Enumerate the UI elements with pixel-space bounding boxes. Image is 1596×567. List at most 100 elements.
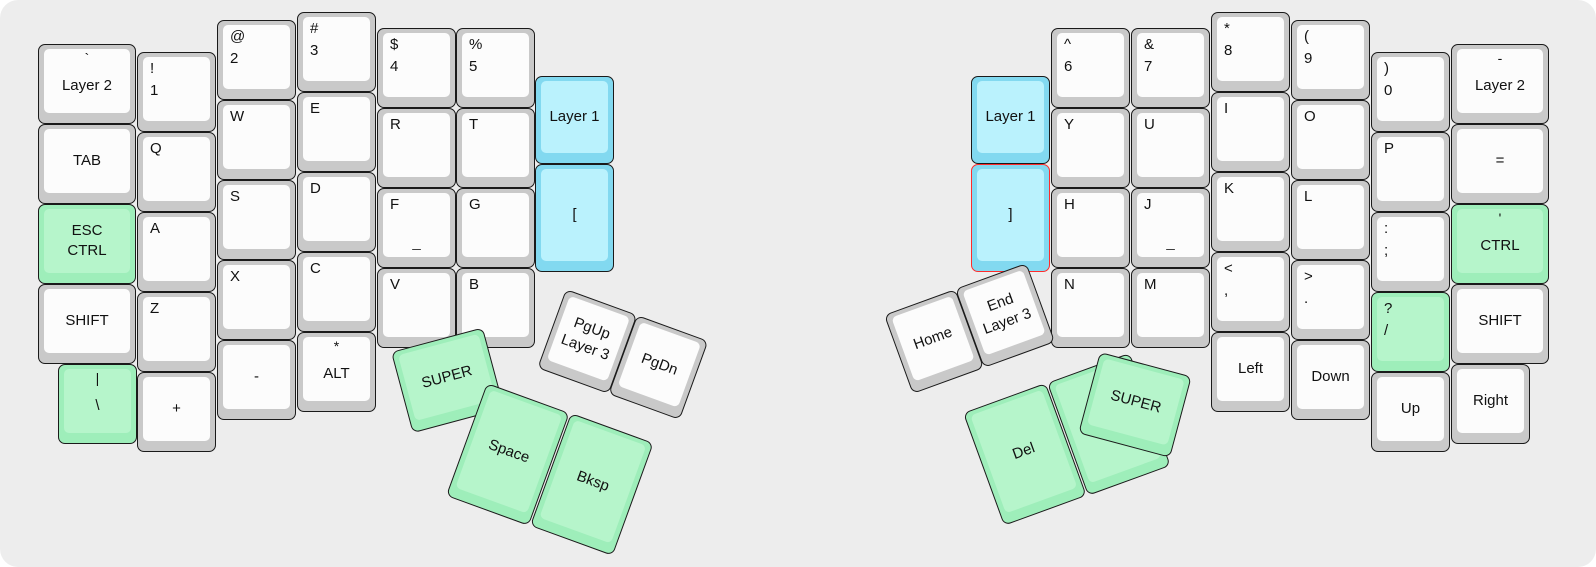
key-legend: ,	[1224, 282, 1229, 299]
key-v[interactable]: V	[377, 268, 456, 348]
keycap: SHIFT	[1457, 289, 1543, 353]
keycap: ]	[977, 169, 1044, 261]
key-a[interactable]: A	[137, 212, 216, 292]
key-plus[interactable]: +	[137, 372, 216, 452]
key-h[interactable]: H	[1051, 188, 1130, 268]
key-left[interactable]: Left	[1211, 332, 1290, 412]
keycap: (9	[1297, 25, 1364, 89]
key-o[interactable]: O	[1291, 100, 1370, 180]
key-layer1-right[interactable]: Layer 1	[971, 76, 1050, 164]
key-4[interactable]: $4	[377, 28, 456, 108]
key-semicolon[interactable]: :;	[1371, 212, 1450, 292]
key-layer1-left[interactable]: Layer 1	[535, 76, 614, 164]
key-legend: Bksp	[574, 467, 612, 495]
key-3[interactable]: #3	[297, 12, 376, 92]
key-l[interactable]: L	[1291, 180, 1370, 260]
key-p[interactable]: P	[1371, 132, 1450, 212]
key-grave-layer2[interactable]: `Layer 2	[38, 44, 136, 124]
key-star-alt[interactable]: *ALT	[297, 332, 376, 412]
key-d[interactable]: D	[297, 172, 376, 252]
key-legend: Home	[911, 323, 955, 354]
keycap: -	[223, 345, 290, 409]
keycap: Up	[1377, 377, 1444, 441]
key-legend: 4	[390, 58, 399, 75]
keycap: Left	[1217, 337, 1284, 401]
key-legend: PgDn	[638, 349, 681, 379]
key-legend: SHIFT	[65, 312, 109, 330]
keycap: +	[143, 377, 210, 441]
key-minus-left[interactable]: -	[217, 340, 296, 420]
keycap: |\	[64, 369, 131, 433]
key-5[interactable]: %5	[456, 28, 535, 108]
key-quote-ctrl[interactable]: 'CTRL	[1451, 204, 1549, 284]
key-shift-l[interactable]: SHIFT	[38, 284, 136, 364]
key-legend: SHIFT	[1478, 312, 1522, 330]
key-slash[interactable]: ?/	[1371, 292, 1450, 372]
key-right[interactable]: Right	[1451, 364, 1530, 444]
keycap: *ALT	[303, 337, 370, 401]
key-pipe-backslash[interactable]: |\	[58, 364, 137, 444]
key-z[interactable]: Z	[137, 292, 216, 372]
key-comma[interactable]: <,	[1211, 252, 1290, 332]
key-legend: C	[310, 260, 321, 277]
keycap: =	[1457, 129, 1543, 193]
key-7[interactable]: &7	[1131, 28, 1210, 108]
key-e[interactable]: E	[297, 92, 376, 172]
key-legend: >	[1304, 268, 1313, 285]
key-legend: U	[1144, 116, 1155, 133]
key-j[interactable]: J_	[1131, 188, 1210, 268]
key-i[interactable]: I	[1211, 92, 1290, 172]
key-w[interactable]: W	[217, 100, 296, 180]
keycap: I	[1217, 97, 1284, 161]
key-g[interactable]: G	[456, 188, 535, 268]
key-legend: Left	[1237, 360, 1264, 378]
key-bracket-open[interactable]: [	[535, 164, 614, 272]
key-u[interactable]: U	[1131, 108, 1210, 188]
key-q[interactable]: Q	[137, 132, 216, 212]
key-8[interactable]: *8	[1211, 12, 1290, 92]
key-6[interactable]: ^6	[1051, 28, 1130, 108]
key-legend: -	[1497, 50, 1503, 66]
keycap: SHIFT	[44, 289, 130, 353]
key-period[interactable]: >.	[1291, 260, 1370, 340]
key-x[interactable]: X	[217, 260, 296, 340]
key-down[interactable]: Down	[1291, 340, 1370, 420]
key-2[interactable]: @2	[217, 20, 296, 100]
keycap: F_	[383, 193, 450, 257]
key-legend: I	[1224, 100, 1229, 117]
key-1[interactable]: !1	[137, 52, 216, 132]
key-0[interactable]: )0	[1371, 52, 1450, 132]
key-equals[interactable]: =	[1451, 124, 1549, 204]
keycap: K	[1217, 177, 1284, 241]
key-legend: P	[1384, 140, 1395, 157]
key-esc-ctrl[interactable]: ESC CTRL	[38, 204, 136, 284]
key-9[interactable]: (9	[1291, 20, 1370, 100]
key-f[interactable]: F_	[377, 188, 456, 268]
key-s[interactable]: S	[217, 180, 296, 260]
key-n[interactable]: N	[1051, 268, 1130, 348]
keycap: W	[223, 105, 290, 169]
keycap: &7	[1137, 33, 1204, 97]
key-bracket-close[interactable]: ]	[971, 164, 1050, 272]
key-c[interactable]: C	[297, 252, 376, 332]
key-t[interactable]: T	[456, 108, 535, 188]
key-legend: SUPER	[1108, 386, 1164, 417]
key-r[interactable]: R	[377, 108, 456, 188]
keycap: E	[303, 97, 370, 161]
key-tab[interactable]: TAB	[38, 124, 136, 204]
key-legend: R	[390, 116, 401, 133]
key-k[interactable]: K	[1211, 172, 1290, 252]
key-legend: \	[95, 397, 100, 415]
keycap: Y	[1057, 113, 1124, 177]
key-minus-layer2[interactable]: -Layer 2	[1451, 44, 1549, 124]
key-legend: )	[1384, 60, 1389, 77]
key-up[interactable]: Up	[1371, 372, 1450, 452]
key-legend: E	[310, 100, 321, 117]
key-legend: Layer 1	[985, 108, 1036, 126]
key-m[interactable]: M	[1131, 268, 1210, 348]
key-legend: /	[1384, 322, 1389, 339]
key-y[interactable]: Y	[1051, 108, 1130, 188]
key-legend: (	[1304, 28, 1309, 45]
key-legend: .	[1304, 290, 1309, 307]
key-shift-r[interactable]: SHIFT	[1451, 284, 1549, 364]
